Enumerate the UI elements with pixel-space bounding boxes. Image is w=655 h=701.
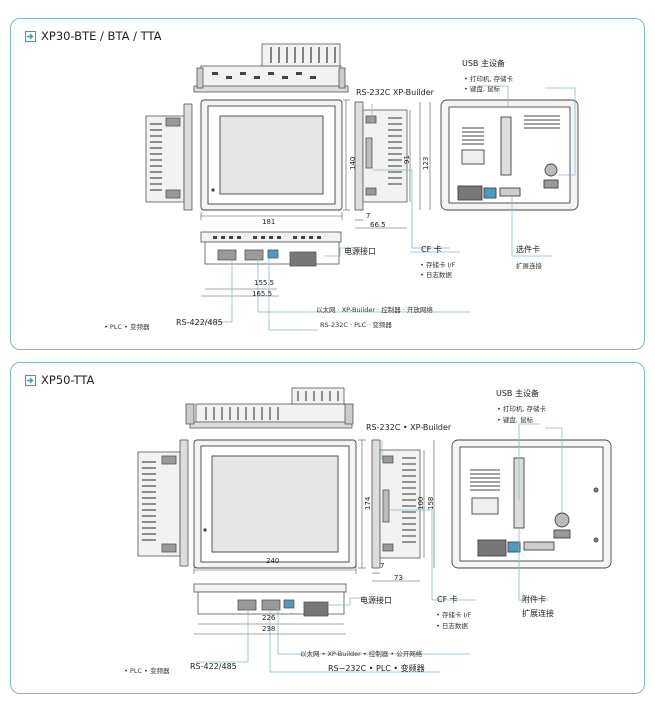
label-xp30-cf-item1: • 存储卡 I/F [420, 261, 456, 269]
label-xp50-ethernet: 以太网 • XP-Builder • 控制器 • 公开网络 [300, 650, 423, 658]
label-xp50-option-item: 扩展连接 [522, 609, 554, 618]
label-xp30-plc-inverter: • PLC • 变频器 [104, 323, 150, 331]
label-xp30-ethernet: 以太网 · XP-Builder · 控制器 · 开放网络 [316, 306, 433, 314]
xp50-bottom-view [193, 583, 347, 617]
xp50-front-view [193, 439, 357, 569]
xp30-top-view [193, 43, 349, 93]
dim-xp50-158: 158 [427, 496, 435, 510]
dim-xp30-155: 155.5 [254, 279, 275, 287]
xp50-top-view [185, 387, 354, 429]
label-xp50-option-card: 附件卡 [522, 595, 546, 604]
label-xp50-usb-item1: • 打印机, 存储卡 [497, 405, 547, 413]
dim-xp50-174: 174 [364, 496, 372, 510]
label-xp30-usb-host: USB 主设备 [462, 59, 505, 68]
panel-title-xp30: XP30-BTE / BTA / TTA [25, 29, 161, 43]
label-xp50-cf-card: CF 卡 [437, 595, 458, 604]
arrow-box-icon [25, 374, 36, 386]
xp50-side-view [371, 439, 421, 569]
dim-xp30-165: 165.5 [252, 290, 273, 298]
arrow-box-icon [25, 30, 36, 42]
label-xp50-rs422: RS-422/485 [190, 662, 237, 671]
dim-xp50-238: 238 [262, 625, 276, 633]
label-xp30-power: 电源接口 [344, 247, 376, 256]
label-xp50-usb-item2: • 键盘, 鼠标 [497, 416, 534, 424]
label-xp30-cf-card: CF 卡 [421, 245, 442, 254]
xp30-side-view [354, 101, 408, 211]
label-xp30-usb-item2: • 键盘, 鼠标 [464, 85, 501, 93]
dim-xp30-66: 66.5 [370, 221, 386, 229]
label-xp30-option-item: 扩展连接 [516, 262, 542, 270]
label-xp50-rs232c-xp: RS-232C • XP-Builder [366, 423, 452, 432]
dim-xp50-7: 7 [380, 562, 385, 570]
label-xp50-cf-item2: • 日志数据 [436, 622, 468, 630]
label-xp50-cf-item1: • 存储卡 I/F [436, 611, 472, 619]
xp30-bottom-dims [201, 288, 279, 297]
xp30-side-dims [355, 102, 431, 229]
label-xp50-rs232c-plc: RS−232C • PLC • 变频器 [328, 664, 425, 673]
dim-xp50-73: 73 [394, 574, 403, 582]
xp30-rear-view [440, 99, 579, 211]
label-xp30-usb-item1: • 打印机, 存储卡 [464, 75, 514, 83]
label-xp30-cf-item2: • 日志数据 [420, 271, 452, 279]
xp50-rear-view [451, 439, 612, 569]
label-xp30-rs232c-plc: RS-232C · PLC · 变频器 [320, 321, 392, 329]
xp50-side-dims [372, 440, 435, 582]
label-xp50-usb-host: USB 主设备 [496, 389, 539, 398]
label-xp50-plc-inverter: • PLC • 变频器 [124, 667, 170, 675]
xp50-left-view [137, 439, 189, 567]
label-xp30-rs232c-xp: RS-232C XP-Builder [356, 88, 434, 97]
panel-title-text: XP50-TTA [41, 373, 95, 387]
label-xp50-power: 电源接口 [360, 596, 392, 605]
xp50-callouts [196, 423, 563, 673]
xp30-left-view [145, 103, 193, 211]
dim-xp50-226: 226 [262, 614, 276, 622]
xp30-front-view [200, 99, 343, 211]
xp30-bottom-view [200, 231, 342, 267]
panel-title-text: XP30-BTE / BTA / TTA [41, 29, 162, 43]
label-xp30-rs422: RS-422/485 [176, 318, 223, 327]
xp50-front-dims [193, 439, 366, 574]
label-xp30-option-card: 选件卡 [516, 245, 540, 254]
xp30-front-dims [200, 99, 350, 220]
dim-xp50-100: 100 [417, 496, 425, 510]
panel-title-xp50: XP50-TTA [25, 373, 94, 387]
xp30-callouts [196, 85, 576, 331]
dim-xp30-7: 7 [366, 212, 371, 220]
dim-xp30-181: 181 [262, 218, 276, 226]
dim-xp50-240: 240 [266, 557, 280, 565]
